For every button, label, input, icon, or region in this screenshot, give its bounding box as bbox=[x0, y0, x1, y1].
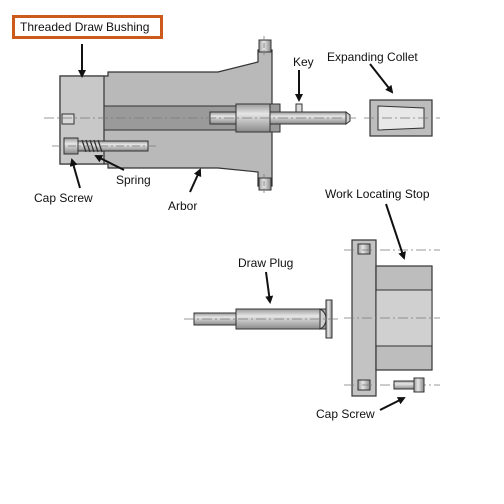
label-spring: Spring bbox=[116, 173, 151, 187]
key bbox=[295, 103, 303, 113]
expanding-collet bbox=[364, 99, 440, 137]
title-threaded-draw-bushing: Threaded Draw Bushing bbox=[12, 15, 163, 39]
loose-cap-screw-head bbox=[413, 377, 425, 393]
arrow-cap-screw-top bbox=[69, 158, 81, 189]
bushing-plug bbox=[61, 113, 75, 125]
label-cap-screw-top: Cap Screw bbox=[34, 191, 93, 205]
loose-cap-screw-shank bbox=[393, 380, 415, 390]
loose-cap-screw bbox=[393, 377, 425, 393]
leader-arrows bbox=[69, 44, 406, 411]
stop-bolt-top bbox=[357, 243, 371, 255]
label-arbor: Arbor bbox=[168, 199, 198, 213]
draw-rod-tip bbox=[345, 111, 351, 125]
label-expanding-collet: Expanding Collet bbox=[327, 50, 418, 64]
label-draw-plug: Draw Plug bbox=[238, 256, 294, 270]
arrow-spring bbox=[94, 155, 125, 171]
label-key: Key bbox=[293, 55, 314, 69]
label-cap-screw-bottom: Cap Screw bbox=[316, 407, 375, 421]
arrow-draw-plug bbox=[265, 271, 274, 304]
draw-plug bbox=[184, 299, 340, 339]
arrow-cap-screw-bottom bbox=[379, 397, 406, 411]
flange-bolt-bottom bbox=[258, 177, 272, 191]
label-work-locating-stop: Work Locating Stop bbox=[325, 187, 430, 201]
flange-bolt-top bbox=[258, 39, 272, 53]
work-locating-stop bbox=[344, 239, 440, 397]
arrow-arbor bbox=[189, 168, 202, 193]
arrow-expanding-collet bbox=[369, 63, 394, 94]
arrow-work-locating-stop bbox=[385, 203, 406, 260]
